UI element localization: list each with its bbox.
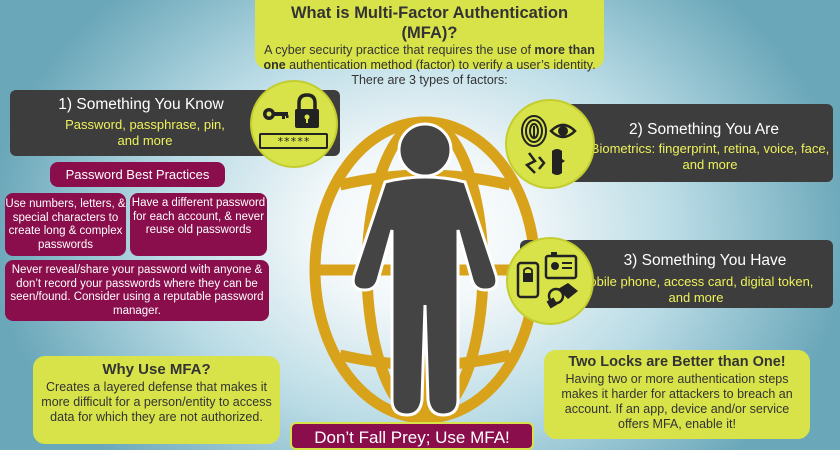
masked-password-text: ***** bbox=[277, 135, 310, 148]
why-mfa-box: Why Use MFA? Creates a layered defense t… bbox=[33, 356, 280, 444]
factor-have-icon-circle bbox=[506, 237, 594, 325]
definition-part-1: A cyber security practice that requires … bbox=[264, 43, 535, 57]
two-locks-desc: Having two or more authentication steps … bbox=[561, 372, 793, 431]
password-tip-complexity: Use numbers, letters, & special characte… bbox=[5, 193, 126, 256]
id-card-icon bbox=[544, 252, 578, 280]
factor-have-title: 3) Something You Have bbox=[623, 252, 787, 269]
why-mfa-title: Why Use MFA? bbox=[102, 361, 211, 378]
password-field-icon bbox=[259, 133, 328, 149]
eye-icon bbox=[549, 123, 577, 139]
mobile-phone-icon bbox=[516, 261, 540, 299]
definition-part-2: authentication method (factor) to verify… bbox=[285, 58, 596, 87]
padlock-icon bbox=[295, 93, 319, 128]
password-practices-title: Password Best Practices bbox=[50, 162, 225, 187]
factor-are-title: 2) Something You Are bbox=[629, 121, 779, 138]
definition-emphasis: more than one bbox=[263, 43, 595, 72]
two-locks-title: Two Locks are Better than One! bbox=[568, 354, 786, 370]
key-icon bbox=[263, 108, 289, 120]
voice-face-icon bbox=[524, 149, 565, 175]
fingerprint-icon bbox=[521, 115, 547, 147]
slogan-banner: Don’t Fall Prey; Use MFA! bbox=[290, 422, 534, 450]
person-icon bbox=[351, 122, 499, 417]
factor-have-desc: Mobile phone, access card, digital token… bbox=[578, 274, 814, 305]
factor-are-desc: Biometrics: fingerprint, retina, voice, … bbox=[590, 141, 830, 172]
token-icon bbox=[546, 283, 578, 309]
factor-are-icon-circle bbox=[505, 99, 595, 189]
factor-know-icon-circle: ***** bbox=[250, 80, 338, 168]
factor-know-title: 1) Something You Know bbox=[58, 96, 224, 113]
globe-person-graphic bbox=[309, 116, 541, 424]
page-title: What is Multi-Factor Authentication (MFA… bbox=[290, 4, 569, 42]
mfa-definition-text: A cyber security practice that requires … bbox=[263, 43, 596, 88]
mfa-definition-box: What is Multi-Factor Authentication (MFA… bbox=[255, 0, 604, 87]
factor-know-desc: Password, passphrase, pin, and more bbox=[65, 117, 225, 148]
two-locks-box: Two Locks are Better than One! Having tw… bbox=[544, 350, 810, 439]
password-tip-unique: Have a different password for each accou… bbox=[130, 193, 267, 256]
why-mfa-desc: Creates a layered defense that makes it … bbox=[41, 380, 272, 424]
password-tip-secrecy: Never reveal/share your password with an… bbox=[5, 260, 269, 321]
